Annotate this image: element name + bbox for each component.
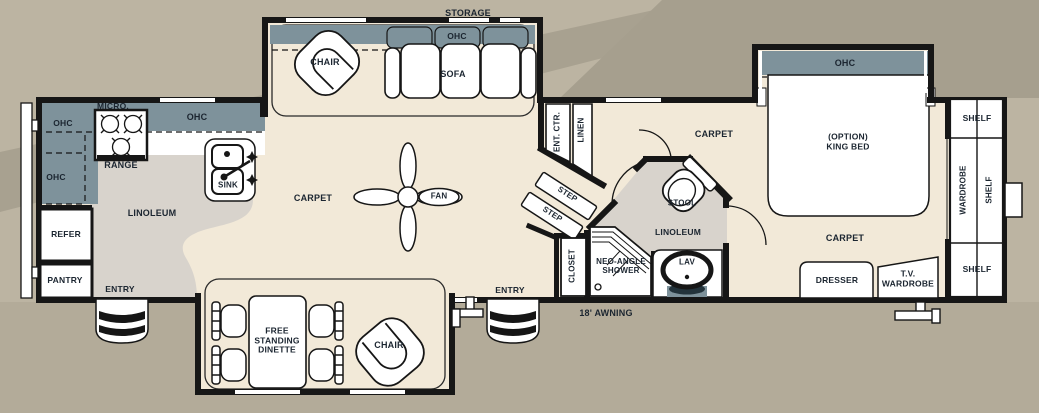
linen-cabinet — [572, 103, 593, 178]
ent-ctr-label: ENT. CTR. — [552, 111, 562, 153]
rear-bumper — [894, 301, 941, 324]
door-arcs — [611, 129, 767, 246]
lavatory — [652, 249, 723, 298]
tv-wardrobe-label: T.V. WARDROBE — [881, 268, 935, 288]
grab-handle — [451, 296, 484, 328]
pantry-label: PANTRY — [47, 275, 83, 286]
shelf-side-label: SHELF — [984, 176, 994, 204]
window-gaps — [160, 18, 927, 394]
neo-angle-shower — [589, 226, 652, 297]
bath-floor-label: LINOLEUM — [655, 227, 701, 238]
kitchen-ohc-top-label: OHC — [186, 111, 208, 122]
wardrobe-label: WARDROBE — [958, 165, 968, 215]
dresser — [799, 261, 874, 299]
kitchen-floor-label: LINOLEUM — [127, 207, 177, 218]
refer-label: REFER — [51, 229, 81, 240]
entry-center-label: ENTRY — [495, 285, 525, 296]
shelf-top-label: SHELF — [962, 113, 992, 124]
dinette-chair-label: CHAIR — [374, 339, 404, 350]
chair-label: CHAIR — [310, 56, 340, 67]
rear-cabinets — [948, 97, 1005, 299]
entry-left-label: ENTRY — [105, 284, 135, 295]
ceiling-fan — [353, 142, 463, 252]
sink — [204, 138, 258, 202]
entry-steps-left — [95, 298, 149, 344]
steps — [520, 171, 598, 241]
bedroom-carpet-label: CARPET — [825, 232, 865, 243]
range — [93, 108, 149, 162]
kitchen-ohc-left-lower-label: OHC — [46, 172, 66, 183]
dresser-label: DRESSER — [815, 275, 859, 286]
toilet — [661, 156, 718, 213]
dinette-label: FREE STANDING DINETTE — [254, 325, 300, 355]
storage-label: STORAGE — [445, 7, 491, 18]
shower-label: NEO-ANGLE SHOWER — [596, 257, 646, 275]
sofa-ohc-label: OHC — [447, 31, 467, 42]
kitchen-ohc-left-upper-label: OHC — [53, 118, 73, 129]
king-bed-label: (OPTION) KING BED — [826, 131, 870, 151]
pantry-cabinet — [38, 262, 94, 300]
dinette-chairs — [211, 301, 344, 385]
front-cap-rail — [20, 102, 39, 299]
barrel-chair-front — [293, 29, 361, 97]
stool-label: STOOL — [667, 198, 697, 208]
sink-label: SINK — [218, 180, 238, 190]
lav-label: LAV — [678, 257, 696, 267]
micro-label: MICRO. — [97, 101, 129, 112]
linen-label: LINEN — [576, 117, 586, 143]
closet-label: CLOSET — [567, 249, 577, 283]
barrel-chair-dinette — [355, 317, 425, 387]
fan-label: FAN — [430, 191, 448, 201]
hall-carpet-label: CARPET — [694, 128, 734, 139]
dinette-table — [248, 295, 307, 389]
sofa — [384, 43, 537, 99]
range-label: RANGE — [104, 159, 138, 170]
closet — [560, 237, 587, 297]
refrigerator — [38, 207, 94, 263]
side-bump-out — [1004, 182, 1023, 218]
shelf-rear-label: SHELF — [962, 264, 992, 275]
tv-wardrobe — [877, 256, 939, 299]
bedroom-ohc-label: OHC — [834, 57, 856, 68]
awning-label: 18' AWNING — [579, 307, 633, 318]
entertainment-center — [545, 103, 571, 164]
entry-steps-center — [486, 298, 540, 344]
sofa-label: SOFA — [440, 68, 466, 79]
living-carpet-label: CARPET — [293, 192, 333, 203]
